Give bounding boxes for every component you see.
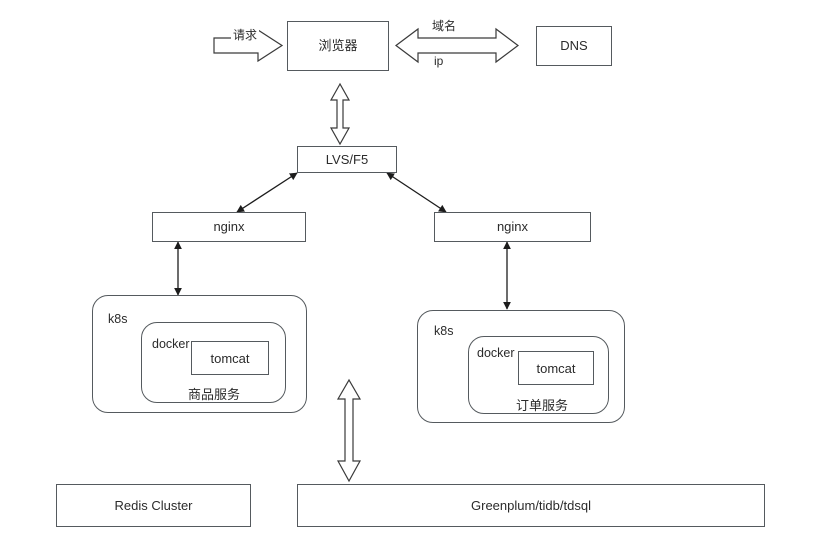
domain-name-edge-label: 域名	[430, 17, 459, 34]
browser-node-label: 浏览器	[318, 38, 358, 54]
docker-right-group-label: docker	[477, 346, 515, 360]
ip-edge-label: ip	[432, 54, 446, 68]
tomcat-right-node-label: tomcat	[536, 360, 576, 376]
database-node-label: Greenplum/tidb/tdsql	[471, 497, 591, 513]
nginx-left-node-label: nginx	[213, 219, 245, 235]
lvs-f5-node[interactable]: LVS/F5	[297, 146, 397, 173]
lvs-nginx-left-connector	[236, 172, 298, 213]
nginx-right-node[interactable]: nginx	[434, 212, 591, 242]
service-database-block-arrow	[336, 378, 362, 483]
redis-cluster-node-label: Redis Cluster	[114, 497, 193, 513]
redis-cluster-node[interactable]: Redis Cluster	[56, 484, 251, 527]
request-edge-label: 请求	[231, 26, 260, 43]
dns-node[interactable]: DNS	[536, 26, 612, 66]
browser-lvs-block-arrow	[329, 82, 351, 146]
dns-node-label: DNS	[560, 38, 588, 54]
browser-node[interactable]: 浏览器	[287, 21, 389, 71]
tomcat-left-node-label: tomcat	[210, 350, 250, 366]
tomcat-left-node[interactable]: tomcat	[191, 341, 269, 375]
order-service-label: 订单服务	[516, 398, 569, 413]
lvs-nginx-right-connector	[386, 172, 447, 213]
k8s-left-group-label: k8s	[108, 312, 128, 326]
database-node[interactable]: Greenplum/tidb/tdsql	[297, 484, 765, 527]
docker-left-group-label: docker	[152, 337, 190, 351]
lvs-f5-node-label: LVS/F5	[325, 151, 369, 167]
nginx-left-node[interactable]: nginx	[152, 212, 306, 242]
product-service-label: 商品服务	[188, 387, 241, 402]
nginx-right-node-label: nginx	[496, 219, 529, 235]
k8s-right-group-label: k8s	[434, 324, 454, 338]
tomcat-right-node[interactable]: tomcat	[518, 351, 594, 385]
